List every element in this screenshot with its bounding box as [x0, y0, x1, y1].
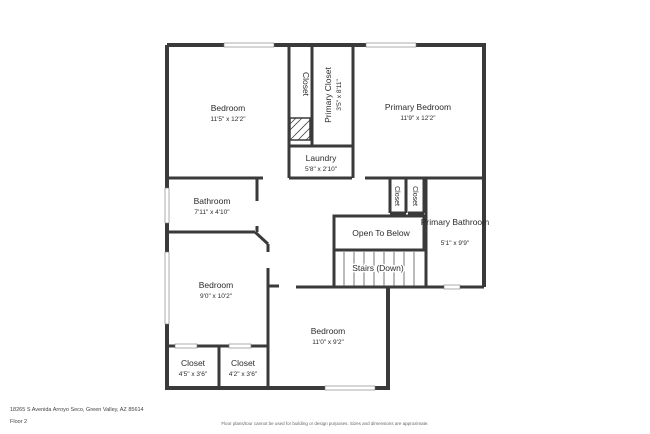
room-dims-primary-closet: 3'5" x 8'11": [336, 79, 343, 111]
room-label-closet-small-2: Closet: [411, 186, 418, 206]
room-label-bedroom-w: Bedroom: [199, 280, 234, 290]
room-dims-laundry: 5'8" x 2'10": [305, 166, 338, 173]
room-dims-bedroom-w: 9'0" x 10'2": [200, 293, 233, 300]
room-label-closet-sw2: Closet: [231, 358, 256, 368]
hatched-chase: [289, 117, 311, 141]
room-dims-bedroom-s: 11'0" x 9'2": [312, 339, 344, 346]
room-dims-primary-bathroom: 5'1" x 9'9": [441, 240, 470, 247]
room-label-stairs: Stairs (Down): [352, 263, 404, 273]
room-dims-bathroom: 7'11" x 4'10": [194, 209, 230, 216]
room-label-closet-small-1: Closet: [393, 186, 400, 206]
windows: [164, 42, 461, 391]
room-dims-closet-sw2: 4'2" x 3'6": [229, 371, 258, 378]
room-dims-primary-bedroom: 11'9" x 12'2": [400, 115, 436, 122]
room-label-open-to-below: Open To Below: [352, 228, 410, 238]
room-label-primary-bedroom: Primary Bedroom: [385, 102, 451, 112]
room-label-closet-sw1: Closet: [181, 358, 206, 368]
stair-treads: [343, 252, 415, 286]
disclaimer-text: Floor plans/tour cannot be used for buil…: [221, 421, 429, 426]
room-dims-closet-sw1: 4'5" x 3'6": [179, 371, 208, 378]
room-label-bathroom: Bathroom: [194, 196, 231, 206]
room-dims-bedroom-nw: 11'5" x 12'2": [210, 116, 246, 123]
property-address: 18265 S Avenida Arroyo Seco, Green Valle…: [10, 407, 144, 413]
floor-label: Floor 2: [10, 419, 28, 425]
room-label-primary-bathroom: Primary Bathroom: [421, 217, 490, 227]
room-label-primary-closet: Primary Closet: [323, 66, 333, 122]
room-label-closet-upper: Closet: [301, 72, 311, 97]
room-label-bedroom-s: Bedroom: [311, 326, 346, 336]
room-label-bedroom-nw: Bedroom: [211, 103, 246, 113]
room-label-laundry: Laundry: [306, 153, 337, 163]
